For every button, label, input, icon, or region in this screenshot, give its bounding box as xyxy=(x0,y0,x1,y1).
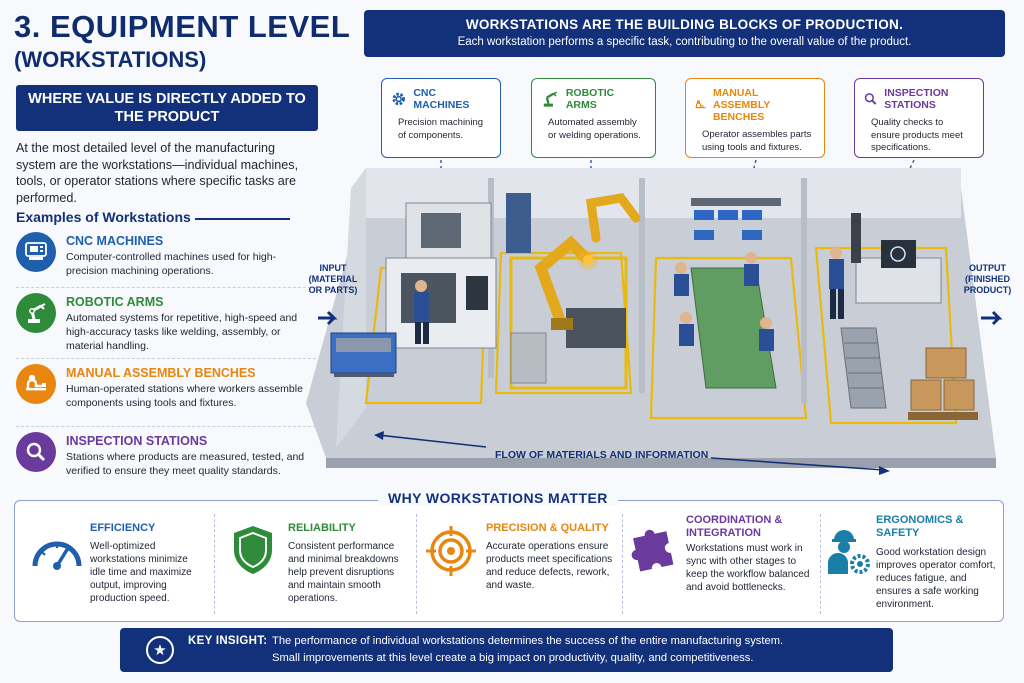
why-desc: Workstations must work in sync with othe… xyxy=(686,543,810,593)
why-desc: Accurate operations ensure products meet… xyxy=(486,541,613,591)
callout-title: INSPECTION STATIONS xyxy=(884,87,949,111)
cnc-icon xyxy=(16,232,56,272)
divider xyxy=(820,514,821,614)
key-insight-line-2: Small improvements at this level create … xyxy=(272,652,754,664)
output-label: OUTPUT (FINISHED PRODUCT) xyxy=(963,263,1012,295)
speedometer-icon xyxy=(32,541,82,570)
banner-subline: Each workstation performs a specific tas… xyxy=(457,36,912,48)
callout-title: MANUAL ASSEMBLY BENCHES xyxy=(712,87,771,123)
divider xyxy=(622,514,623,614)
callout-desc: Operator assembles parts using tools and… xyxy=(702,129,812,153)
robot-arm-icon xyxy=(16,293,56,333)
why-title: EFFICIENCY xyxy=(90,522,156,534)
divider xyxy=(416,514,417,614)
divider xyxy=(16,426,316,427)
subtitle-banner: WHERE VALUE IS DIRECTLY ADDED TO THE PRO… xyxy=(16,85,318,131)
input-label: INPUT (MATERIAL OR PARTS) xyxy=(308,263,358,295)
why-precision: PRECISION & QUALITY Accurate operations … xyxy=(420,512,620,616)
examples-heading: Examples of Workstations xyxy=(16,209,191,225)
example-title: CNC MACHINES xyxy=(66,234,164,248)
callout-desc: Quality checks to ensure products meet s… xyxy=(871,117,963,153)
why-title: COORDINATION & INTEGRATION xyxy=(686,514,783,539)
example-desc: Human-operated stations where workers as… xyxy=(66,383,303,409)
key-insight-banner: ★ KEY INSIGHT: The performance of indivi… xyxy=(120,628,893,672)
why-title: ERGONOMICS & SAFETY xyxy=(876,514,964,539)
divider xyxy=(16,287,316,288)
worker-safety-icon xyxy=(827,530,870,574)
callout-desc: Precision machining of components. xyxy=(398,117,484,141)
example-title: MANUAL ASSEMBLY BENCHES xyxy=(66,366,256,380)
callout-robotic-arms: ROBOTIC ARMS Automated assembly or weldi… xyxy=(531,78,656,158)
shield-icon xyxy=(234,526,272,574)
callout-title: CNC MACHINES xyxy=(413,87,470,111)
gear-icon xyxy=(392,92,405,106)
why-reliability: RELIABILITY Consistent performance and m… xyxy=(222,512,412,616)
intro-text: At the most detailed level of the manufa… xyxy=(16,141,299,205)
worker-bench-icon xyxy=(695,100,706,109)
key-insight-label: KEY INSIGHT: xyxy=(188,635,268,647)
star-icon: ★ xyxy=(146,636,174,664)
puzzle-icon xyxy=(631,529,674,572)
why-title: PRECISION & QUALITY xyxy=(486,522,609,534)
why-desc: Well-optimized workstations minimize idl… xyxy=(90,541,192,604)
example-title: ROBOTIC ARMS xyxy=(66,295,164,309)
magnifier-icon xyxy=(16,432,56,472)
example-desc: Stations where products are measured, te… xyxy=(66,451,305,477)
example-desc: Automated systems for repetitive, high-s… xyxy=(66,312,298,352)
why-ergonomics: ERGONOMICS & SAFETY Good workstation des… xyxy=(822,512,1002,616)
why-desc: Good workstation design improves operato… xyxy=(876,547,996,610)
example-inspection: INSPECTION STATIONS Stations where produ… xyxy=(16,432,316,490)
worker-bench-icon xyxy=(16,364,56,404)
why-desc: Consistent performance and minimal break… xyxy=(288,541,399,604)
key-insight-line-1: The performance of individual workstatio… xyxy=(272,635,784,647)
example-desc: Computer-controlled machines used for hi… xyxy=(66,251,277,277)
why-coordination: COORDINATION & INTEGRATION Workstations … xyxy=(626,512,816,616)
why-heading: WHY WORKSTATIONS MATTER xyxy=(378,490,618,506)
divider xyxy=(16,358,316,359)
callout-title: ROBOTIC ARMS xyxy=(565,87,615,111)
why-efficiency: EFFICIENCY Well-optimized workstations m… xyxy=(24,512,209,616)
callout-cnc: CNC MACHINES Precision machining of comp… xyxy=(381,78,501,158)
banner-headline: WORKSTATIONS ARE THE BUILDING BLOCKS OF … xyxy=(465,17,904,32)
factory-floor-illustration xyxy=(306,159,1003,475)
page-title: 3. EQUIPMENT LEVEL (WORKSTATIONS) xyxy=(14,10,354,74)
title-line-1: 3. EQUIPMENT LEVEL xyxy=(14,9,351,44)
top-banner: WORKSTATIONS ARE THE BUILDING BLOCKS OF … xyxy=(364,10,1005,57)
target-icon xyxy=(426,526,476,576)
examples-rule xyxy=(195,218,290,220)
example-cnc: CNC MACHINES Computer-controlled machine… xyxy=(16,232,316,290)
why-title: RELIABILITY xyxy=(288,522,356,534)
callout-manual-assembly: MANUAL ASSEMBLY BENCHES Operator assembl… xyxy=(685,78,825,158)
example-robotic-arms: ROBOTIC ARMS Automated systems for repet… xyxy=(16,293,316,352)
divider xyxy=(214,514,215,614)
example-manual-assembly: MANUAL ASSEMBLY BENCHES Human-operated s… xyxy=(16,364,316,422)
callout-inspection: INSPECTION STATIONS Quality checks to en… xyxy=(854,78,984,158)
magnifier-icon xyxy=(864,93,877,105)
example-title: INSPECTION STATIONS xyxy=(66,434,208,448)
title-line-2: (WORKSTATIONS) xyxy=(14,47,207,72)
callout-desc: Automated assembly or welding operations… xyxy=(548,117,641,141)
robot-arm-icon xyxy=(543,91,558,107)
flow-label: FLOW OF MATERIALS AND INFORMATION xyxy=(495,449,709,461)
